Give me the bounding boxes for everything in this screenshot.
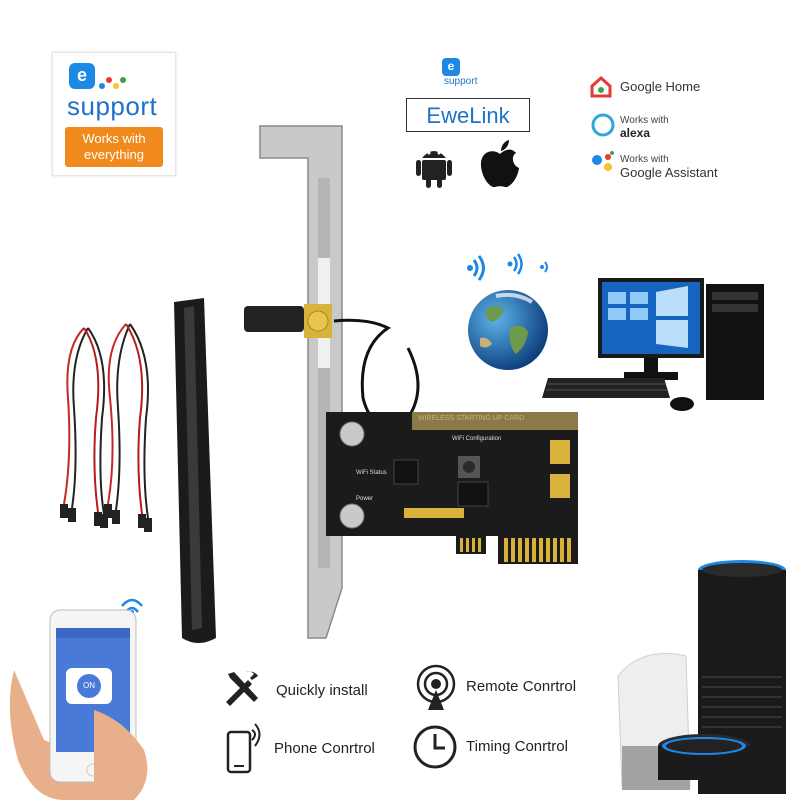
ewelink-mini-logo: e support — [442, 58, 490, 87]
colored-dots-icon — [99, 77, 126, 89]
tag-line-1: Works with — [82, 131, 146, 146]
esupport-wordmark: support — [67, 91, 158, 121]
clock-icon — [413, 725, 457, 769]
phone-on-tile[interactable]: ON — [66, 668, 112, 704]
timing-control-label: Timing Conrtrol — [466, 738, 568, 755]
alexa-works-with: Works with — [620, 115, 669, 126]
ga-label: Google Assistant — [620, 165, 718, 180]
google-assistant-row: Works with Google Assistant — [590, 150, 718, 180]
alexa-icon — [591, 113, 615, 137]
remote-signal-icon — [416, 664, 456, 710]
mini-support-word: support — [444, 76, 478, 87]
apple-icon — [480, 140, 519, 188]
alexa-label: alexa — [620, 126, 651, 140]
ewelink-brand: EweLink — [406, 98, 530, 132]
esupport-badge: e support Works with everything — [52, 52, 176, 176]
google-home-label: Google Home — [620, 79, 701, 94]
works-with-everything-tag: Works with everything — [65, 127, 163, 167]
power-label: Power — [356, 496, 374, 502]
tools-icon — [226, 671, 258, 706]
card-silkscreen: WIRELESS STARTING UP CARD — [418, 415, 525, 422]
tag-line-2: everything — [84, 147, 144, 162]
esupport-logo-icon: e — [69, 63, 95, 89]
ga-works-with: Works with — [620, 154, 669, 165]
wifi-status-label: WiFi Status — [356, 470, 387, 476]
smart-speakers — [617, 560, 786, 794]
esupport-logo-icon: e — [442, 58, 460, 76]
wifi-waves-icon — [467, 253, 548, 281]
jumper-wires-icon — [60, 323, 152, 532]
google-home-row: Google Home — [590, 75, 700, 101]
phone-control-label: Phone Conrtrol — [274, 740, 375, 757]
android-icon — [416, 151, 452, 188]
quickly-install-label: Quickly install — [276, 682, 368, 699]
desktop-computer-icon — [542, 278, 764, 411]
phone-on-button[interactable]: ON — [77, 674, 101, 698]
pcie-card-assembly — [174, 125, 578, 643]
google-assistant-icon — [592, 151, 614, 171]
remote-control-label: Remote Conrtrol — [466, 678, 577, 695]
alexa-row: Works with alexa — [590, 112, 669, 141]
globe-icon — [468, 290, 548, 370]
wifi-config-label: WiFi Configuration — [452, 436, 502, 442]
phone-icon — [226, 723, 261, 774]
google-home-icon — [590, 75, 612, 98]
